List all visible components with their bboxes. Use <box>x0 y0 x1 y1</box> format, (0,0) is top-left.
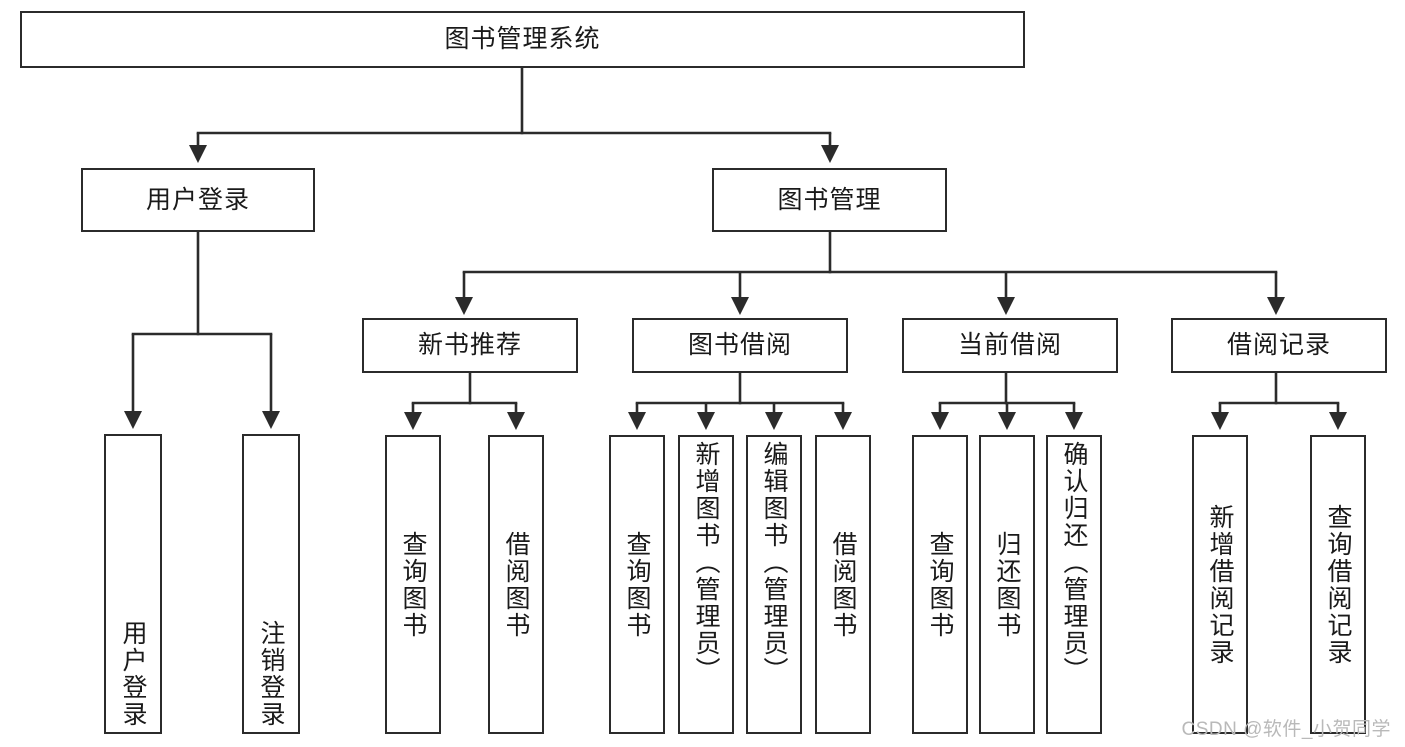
node-leaf-query-book-1-label: 查询图书 <box>399 530 427 639</box>
node-leaf-borrow-book-1[interactable]: 借阅图书 <box>488 435 544 734</box>
node-leaf-add-record-label: 新增借阅记录 <box>1206 503 1234 666</box>
node-leaf-query-book-3[interactable]: 查询图书 <box>912 435 968 734</box>
node-current-borrow-label: 当前借阅 <box>957 331 1062 359</box>
node-new-book-recommend[interactable]: 新书推荐 <box>362 318 578 373</box>
node-user-login[interactable]: 用户登录 <box>81 168 315 232</box>
node-leaf-query-record-label: 查询借阅记录 <box>1324 503 1352 666</box>
node-leaf-edit-book[interactable]: 编辑图书（管理员） <box>746 435 802 734</box>
node-leaf-edit-book-label: 编辑图书（管理员） <box>760 441 788 684</box>
node-user-login-label: 用户登录 <box>145 185 250 214</box>
node-leaf-add-book[interactable]: 新增图书（管理员） <box>678 435 734 734</box>
node-leaf-add-book-label: 新增图书（管理员） <box>692 441 720 684</box>
node-book-borrow-label: 图书借阅 <box>687 331 792 359</box>
node-leaf-add-record[interactable]: 新增借阅记录 <box>1192 435 1248 734</box>
node-borrow-record-label: 借阅记录 <box>1226 331 1331 359</box>
node-leaf-query-book-2[interactable]: 查询图书 <box>609 435 665 734</box>
node-leaf-logout-login[interactable]: 注销登录 <box>242 434 300 734</box>
node-borrow-record[interactable]: 借阅记录 <box>1171 318 1387 373</box>
node-leaf-query-book-1[interactable]: 查询图书 <box>385 435 441 734</box>
node-leaf-return-book[interactable]: 归还图书 <box>979 435 1035 734</box>
node-leaf-query-record[interactable]: 查询借阅记录 <box>1310 435 1366 734</box>
node-root-label: 图书管理系统 <box>444 25 601 53</box>
node-book-borrow[interactable]: 图书借阅 <box>632 318 848 373</box>
node-leaf-query-book-2-label: 查询图书 <box>623 530 651 639</box>
node-leaf-query-book-3-label: 查询图书 <box>926 530 954 639</box>
node-leaf-user-login[interactable]: 用户登录 <box>104 434 162 734</box>
node-current-borrow[interactable]: 当前借阅 <box>902 318 1118 373</box>
node-leaf-borrow-book-2-label: 借阅图书 <box>829 530 857 639</box>
node-leaf-user-login-label: 用户登录 <box>119 620 147 728</box>
node-leaf-confirm-return-label: 确认归还（管理员） <box>1060 441 1088 684</box>
node-leaf-borrow-book-2[interactable]: 借阅图书 <box>815 435 871 734</box>
node-leaf-logout-login-label: 注销登录 <box>257 620 285 728</box>
node-leaf-borrow-book-1-label: 借阅图书 <box>502 530 530 639</box>
node-leaf-return-book-label: 归还图书 <box>993 530 1021 639</box>
node-book-manage[interactable]: 图书管理 <box>712 168 947 232</box>
node-leaf-confirm-return[interactable]: 确认归还（管理员） <box>1046 435 1102 734</box>
node-new-book-recommend-label: 新书推荐 <box>417 331 522 359</box>
node-book-manage-label: 图书管理 <box>777 185 882 214</box>
node-root[interactable]: 图书管理系统 <box>20 11 1025 68</box>
